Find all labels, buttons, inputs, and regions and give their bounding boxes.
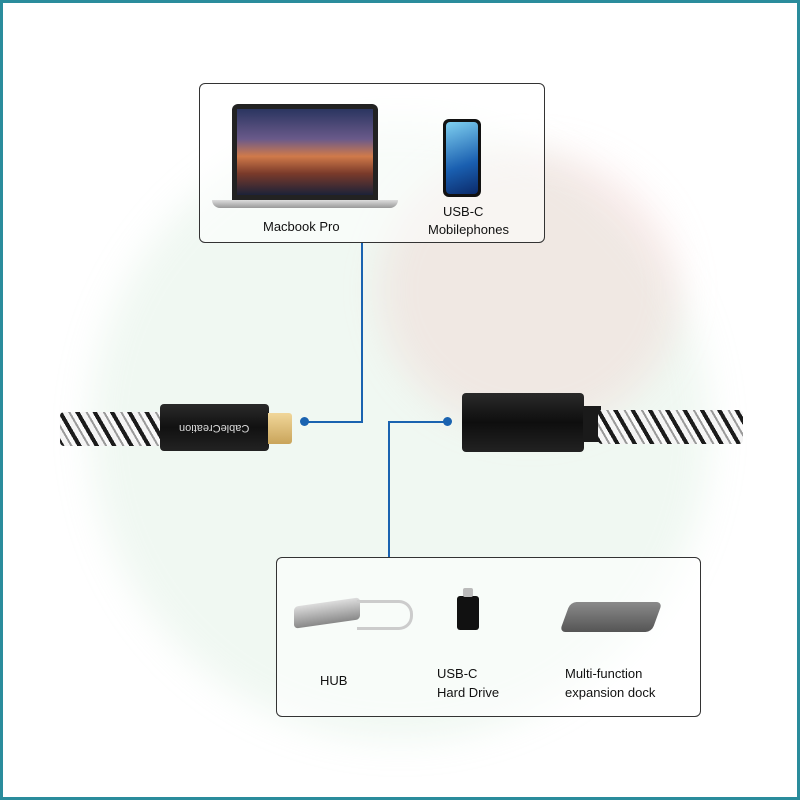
- dock-image: [559, 602, 663, 632]
- hub-label: HUB: [320, 673, 348, 688]
- phone-image: [443, 119, 481, 197]
- hard-drive-label-line1: USB-C: [437, 666, 478, 681]
- usb-c-connector: CableCreation: [160, 404, 269, 451]
- dock-label-line1: Multi-function: [565, 666, 643, 681]
- usb-c-plug-tip: [268, 413, 292, 444]
- dock-label-line2: expansion dock: [565, 685, 656, 700]
- brand-label: CableCreation: [179, 421, 250, 434]
- usb-c-female-connector: [462, 393, 584, 452]
- hub-image: [294, 597, 360, 629]
- phone-label-line2: Mobilephones: [428, 222, 509, 237]
- usb-c-endpoint-dot: [300, 417, 309, 426]
- braided-cable-right: [598, 410, 743, 444]
- peripheral-devices-panel: HUB USB-C Hard Drive Multi-function expa…: [276, 557, 701, 717]
- macbook-pro-label: Macbook Pro: [263, 219, 340, 234]
- usb-c-female-endpoint-dot: [443, 417, 452, 426]
- hard-drive-label-line2: Hard Drive: [437, 685, 500, 700]
- macbook-image: [232, 104, 378, 200]
- braided-cable-left: [60, 412, 165, 446]
- connector-line-bottom: [388, 421, 390, 558]
- hard-drive-adapter-image: [457, 596, 479, 630]
- phone-label-line1: USB-C: [443, 204, 484, 219]
- connector-line-top: [361, 243, 363, 423]
- host-devices-panel: Macbook Pro USB-C Mobilephones: [199, 83, 545, 243]
